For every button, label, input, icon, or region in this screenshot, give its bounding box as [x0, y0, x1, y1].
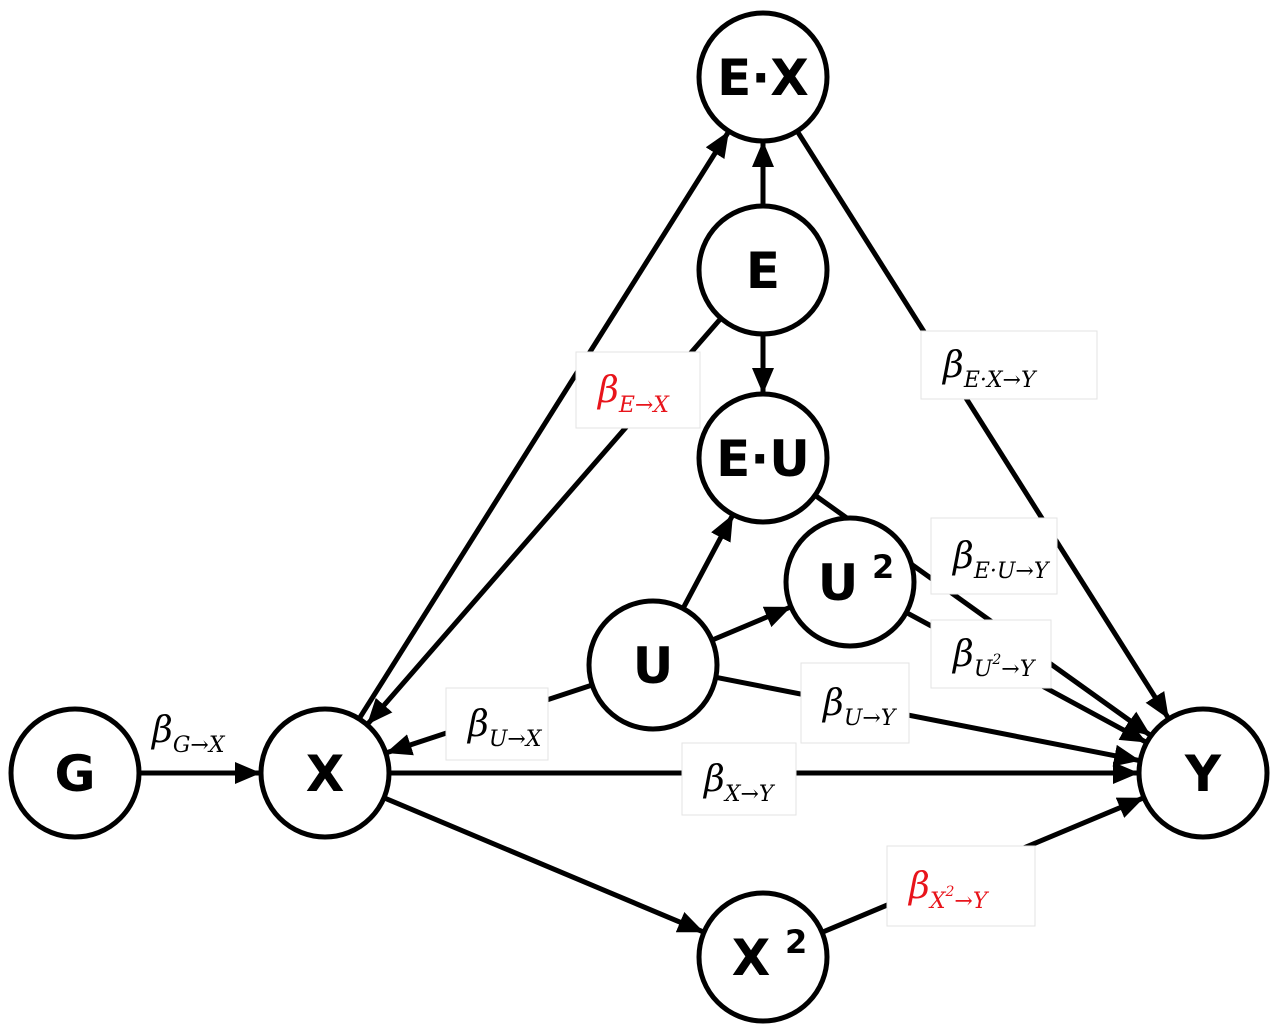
label-text: βX2→Y: [907, 866, 990, 914]
edge-label-g-to-x: βG→X: [150, 710, 226, 758]
node-ex: E·X: [696, 10, 830, 144]
node-e: E: [696, 203, 830, 337]
label-background: [445, 687, 549, 761]
node-label: U: [633, 637, 674, 695]
node-x: X: [258, 706, 392, 840]
node-label: Y: [1184, 745, 1222, 803]
node-circle: [586, 598, 720, 732]
node-circle: [258, 706, 392, 840]
edge-u-to-y: [717, 675, 1141, 767]
label-text: βE·U→Y: [951, 536, 1051, 584]
node-superscript: 2: [872, 548, 894, 586]
node-circle: [783, 515, 917, 649]
edge-label-u-to-x: βU→X: [445, 687, 549, 761]
edge-u-to-eu: [681, 514, 735, 608]
label-background: [930, 619, 1052, 689]
edge-ex-to-y: [796, 131, 1170, 719]
label-background: [920, 330, 1098, 400]
label-text: βU2→Y: [951, 634, 1037, 682]
node-u: U: [586, 598, 720, 732]
edge-label-x2-to-y: βX2→Y: [886, 845, 1036, 927]
label-text: βU→X: [466, 704, 543, 752]
node-label: E·U: [716, 430, 810, 488]
label-background: [575, 351, 701, 429]
label-text: βE·X→Y: [941, 345, 1038, 393]
node-circle: [8, 706, 142, 840]
node-superscript: 2: [785, 923, 807, 961]
label-background: [800, 662, 910, 744]
node-circle: [1136, 706, 1270, 840]
label-text: βE→X: [596, 370, 670, 418]
label-text: βU→Y: [821, 683, 898, 731]
edge-u-to-u2: [712, 605, 792, 642]
edge-label-x-to-y: βX→Y: [681, 742, 797, 816]
node-circle: [696, 203, 830, 337]
label-text: βX→Y: [702, 759, 776, 807]
label-text: βG→X: [150, 710, 226, 758]
node-y: Y: [1136, 706, 1270, 840]
edge-labels: βG→X βE→X βE·X→Y βE·U→Y βU2→Y βU→Y βU→X βX→Y βX2…: [150, 330, 1098, 927]
edge-label-ex-to-y: βE·X→Y: [920, 330, 1098, 400]
edge-label-u2-to-y: βU2→Y: [930, 619, 1052, 689]
edge-label-u-to-y: βU→Y: [800, 662, 910, 744]
label-background: [930, 517, 1058, 595]
node-label: X: [732, 929, 771, 987]
node-circle: [696, 890, 830, 1024]
node-circle: [696, 391, 830, 525]
edge-label-eu-to-y: βE·U→Y: [930, 517, 1058, 595]
node-g: G: [8, 706, 142, 840]
node-label: G: [54, 745, 95, 803]
node-label: U: [818, 554, 859, 612]
label-background: [886, 845, 1036, 927]
edge-x-to-ex: [358, 131, 730, 719]
edge-label-e-to-x: βE→X: [575, 351, 701, 429]
label-background: [681, 742, 797, 816]
node-label: X: [306, 745, 345, 803]
edge-x-to-x2: [384, 796, 704, 934]
node-eu: E·U: [696, 391, 830, 525]
node-label: E: [746, 242, 780, 300]
node-circle: [696, 10, 830, 144]
node-label: E·X: [717, 49, 809, 107]
